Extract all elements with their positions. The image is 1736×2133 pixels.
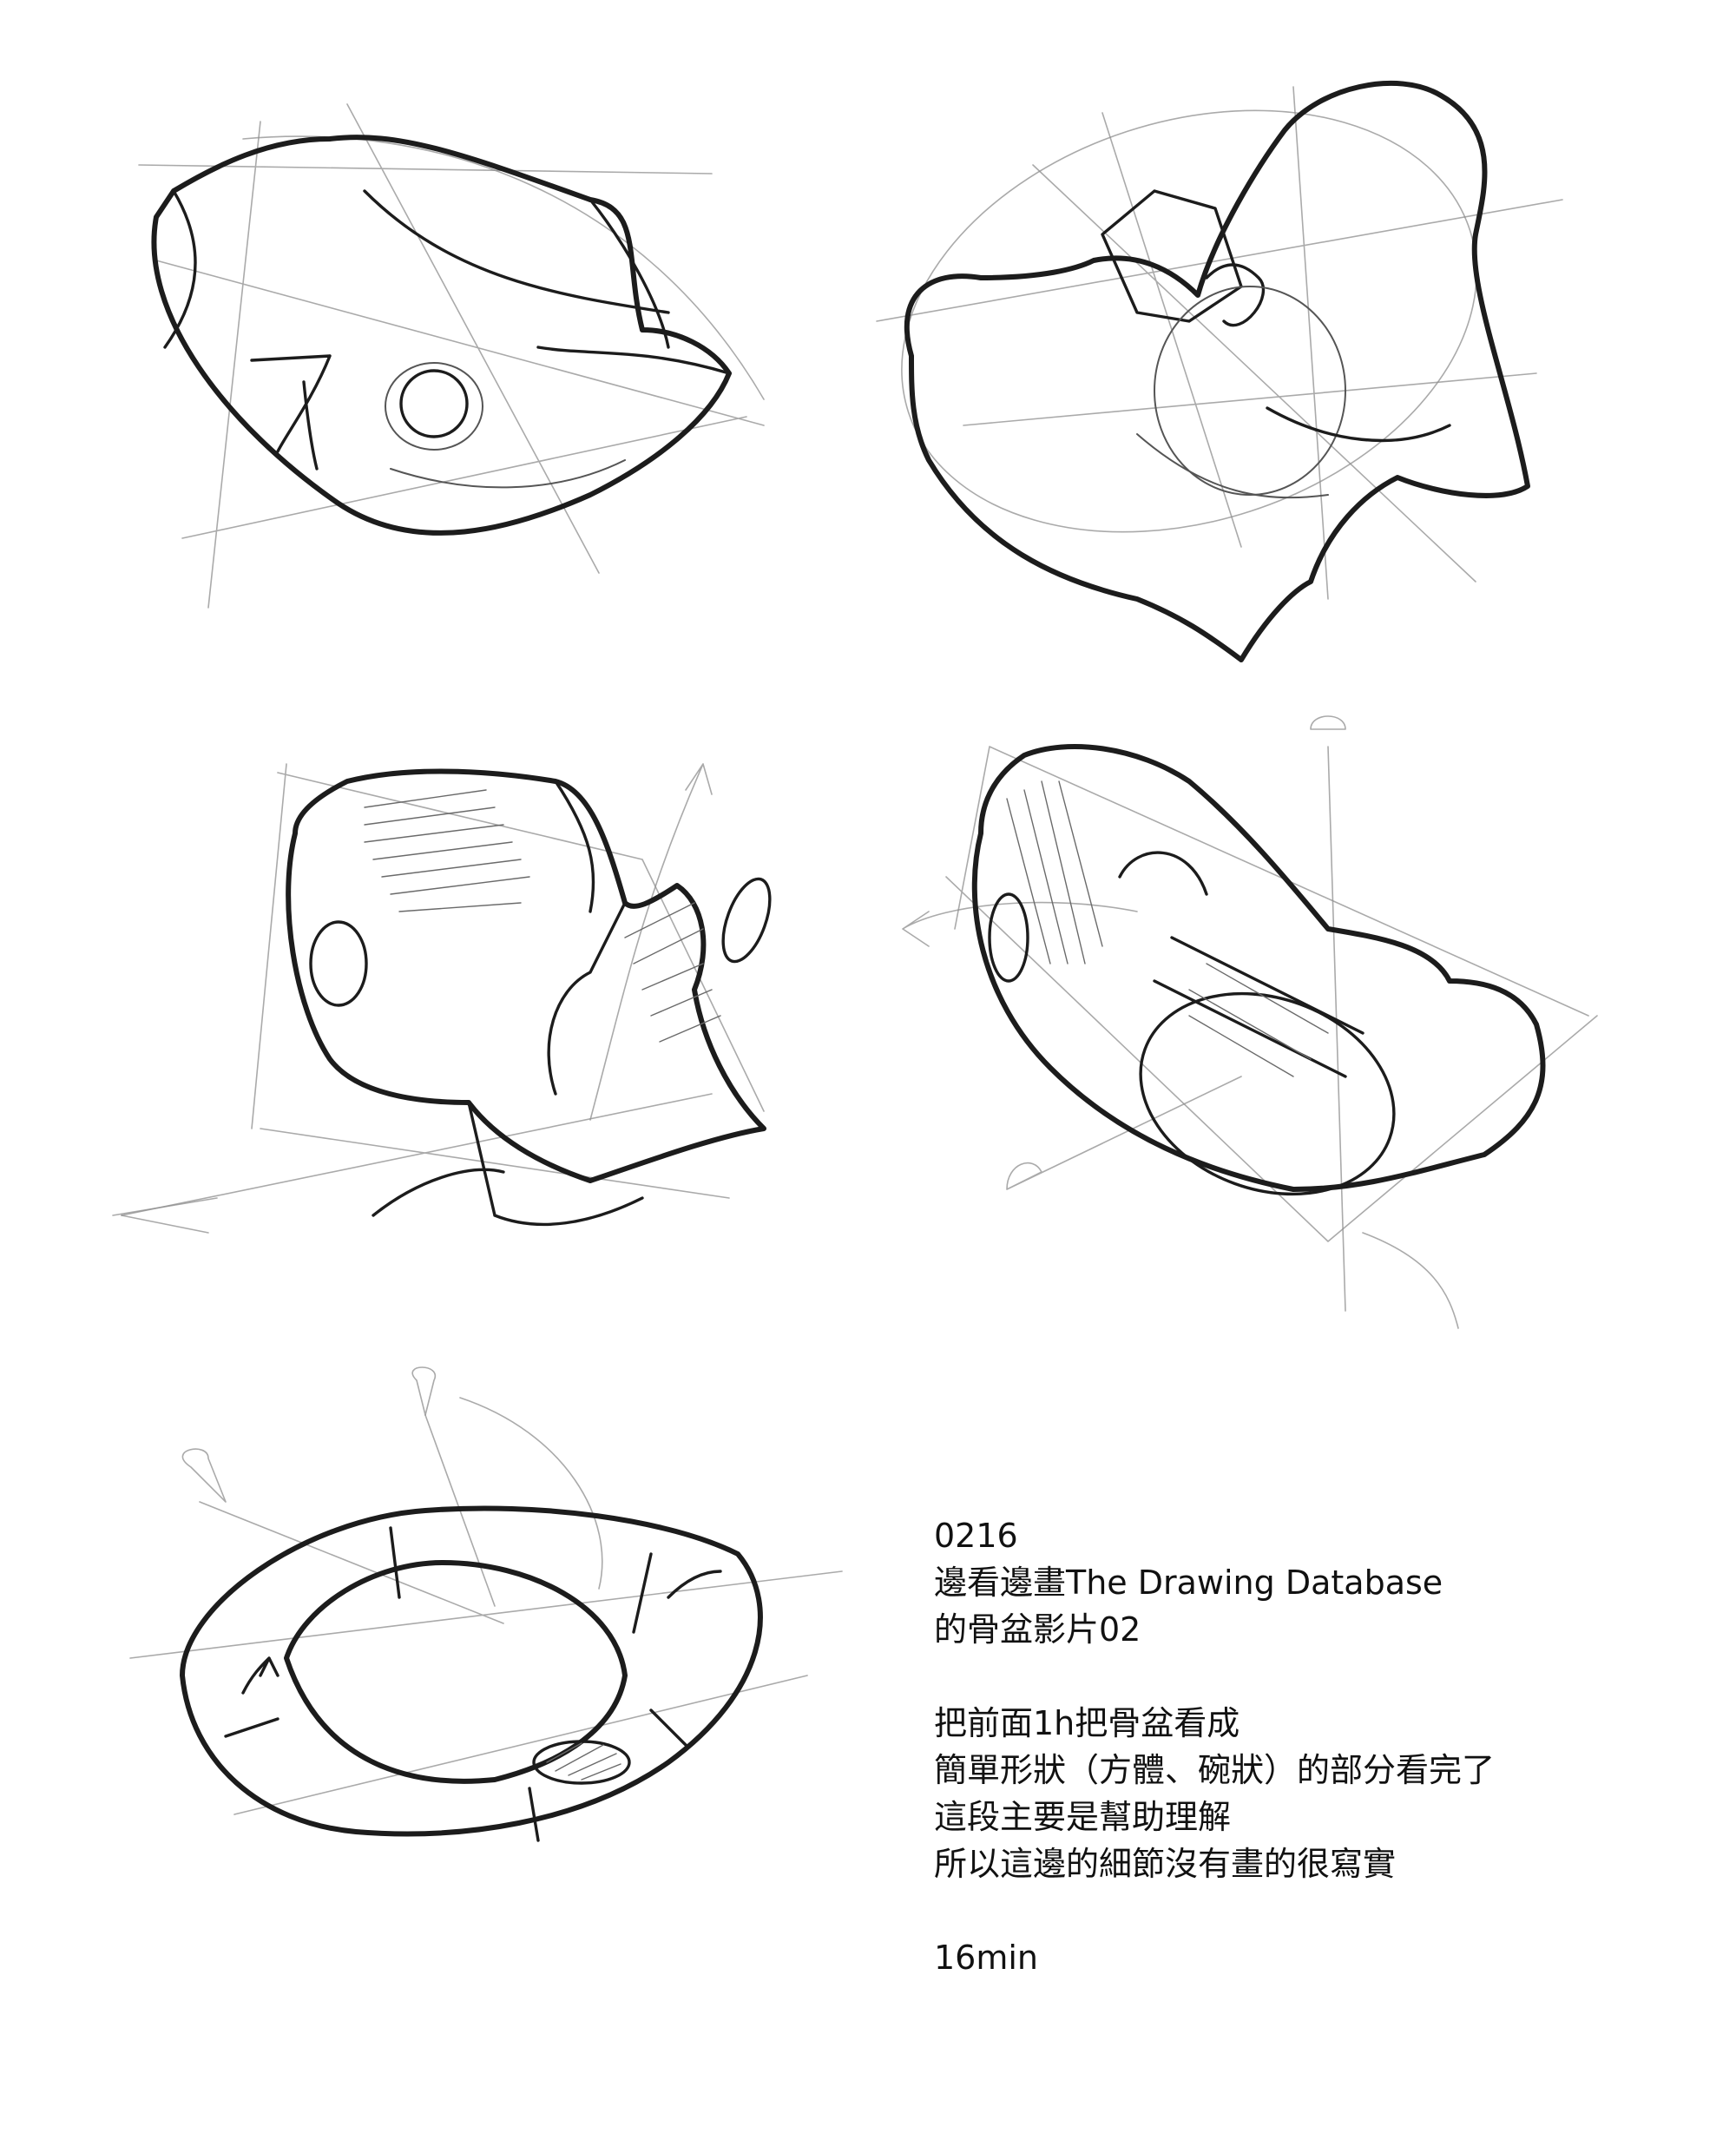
body-line-2: 簡單形狀（方體、碗狀）的部分看完了 (934, 1751, 1496, 1789)
pelvis-sketch-2 (876, 61, 1571, 686)
spacer (934, 1887, 1698, 1934)
spacer (934, 1653, 1698, 1700)
body-line-1: 把前面1h把骨盆看成 (934, 1704, 1240, 1742)
pelvis-sketch-1 (104, 87, 799, 609)
body-line-3: 這段主要是幫助理解 (934, 1798, 1232, 1836)
title-line-2: 的骨盆影片02 (934, 1610, 1141, 1649)
notes-block: 0216 邊看邊畫The Drawing Database 的骨盆影片02 把前… (934, 1512, 1698, 1981)
title-line-1: 邊看邊畫The Drawing Database (934, 1564, 1443, 1602)
date-label: 0216 (934, 1517, 1018, 1555)
pelvis-sketch-5 (129, 1346, 859, 1884)
duration-label: 16min (934, 1939, 1039, 1977)
pelvis-sketch-4 (877, 703, 1632, 1329)
body-line-4: 所以這邊的細節沒有畫的很寫實 (934, 1845, 1397, 1883)
pelvis-sketch-3 (104, 729, 868, 1285)
